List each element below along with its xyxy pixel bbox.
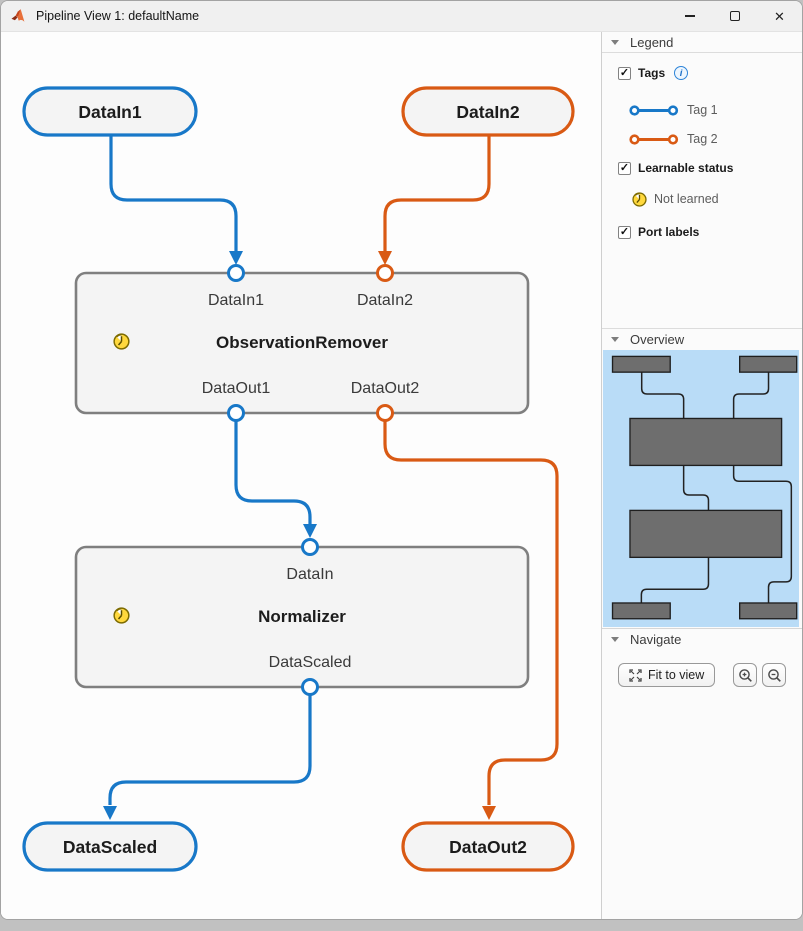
edge-dataout1-to-normalizer[interactable] xyxy=(234,421,312,525)
arrowhead-icon xyxy=(378,251,392,265)
not-learned-clock-icon xyxy=(113,607,130,624)
tags-label: Tags xyxy=(638,66,666,80)
port-dataout1-out[interactable] xyxy=(227,404,245,422)
node-label: DataIn1 xyxy=(78,102,141,122)
fit-to-view-icon xyxy=(629,668,642,682)
tags-checkbox[interactable]: ✓ xyxy=(618,66,631,80)
navigate-header[interactable]: Navigate xyxy=(602,628,802,649)
sidebar: Legend ✓ Tags i Tag 1 xyxy=(601,32,802,919)
block-normalizer[interactable]: DataIn Normalizer DataScaled xyxy=(74,538,530,696)
close-icon: ✕ xyxy=(774,8,785,24)
overview-minimap[interactable] xyxy=(603,350,799,627)
edge-datain1-to-observationremover[interactable] xyxy=(109,135,238,254)
port-dataout2-out[interactable] xyxy=(376,404,394,422)
edge-datain2-to-observationremover[interactable] xyxy=(383,135,491,254)
arrowhead-icon xyxy=(229,251,243,265)
learnable-status-checkbox[interactable]: ✓ xyxy=(618,161,631,175)
not-learned-label: Not learned xyxy=(654,192,719,206)
tag1-label: Tag 1 xyxy=(687,103,718,117)
tag2-row: Tag 2 xyxy=(629,131,802,147)
window-controls: ✕ xyxy=(667,1,802,31)
titlebar[interactable]: Pipeline View 1: defaultName ✕ xyxy=(1,1,802,32)
info-icon[interactable]: i xyxy=(674,66,689,80)
node-label: DataScaled xyxy=(63,837,157,857)
port-label: DataIn xyxy=(286,566,333,583)
minimize-icon xyxy=(684,15,695,17)
port-label: DataIn1 xyxy=(208,292,264,309)
port-label: DataOut1 xyxy=(202,380,271,397)
collapse-triangle-icon[interactable] xyxy=(611,336,619,342)
fit-to-view-button[interactable]: Fit to view xyxy=(618,663,716,687)
minimize-button[interactable] xyxy=(667,1,712,31)
navigate-section: Navigate Fit to view xyxy=(602,627,802,687)
navigate-title: Navigate xyxy=(630,631,682,647)
port-labels-checkbox[interactable]: ✓ xyxy=(618,225,631,239)
zoom-in-button[interactable] xyxy=(733,663,757,687)
close-button[interactable]: ✕ xyxy=(757,1,802,31)
learnable-status-label: Learnable status xyxy=(638,161,734,175)
node-datascaled[interactable]: DataScaled xyxy=(22,821,198,872)
overview-section: Overview xyxy=(602,328,802,627)
collapse-triangle-icon[interactable] xyxy=(611,636,619,642)
node-datain2[interactable]: DataIn2 xyxy=(401,86,575,137)
collapse-triangle-icon[interactable] xyxy=(611,39,619,45)
tag2-label: Tag 2 xyxy=(687,132,718,146)
learnable-status-row: ✓ Learnable status xyxy=(618,160,802,176)
block-title: Normalizer xyxy=(258,607,346,626)
tag2-line-icon xyxy=(629,133,679,145)
arrowhead-icon xyxy=(103,806,117,820)
edge-datascaled-to-sink[interactable] xyxy=(108,695,312,805)
not-learned-clock-icon xyxy=(113,333,130,350)
legend-header[interactable]: Legend xyxy=(602,32,802,53)
port-datain2-in[interactable] xyxy=(376,264,394,282)
block-observationremover[interactable]: DataIn1 DataIn2 ObservationRemover DataO… xyxy=(74,264,530,422)
zoom-in-icon xyxy=(738,668,752,682)
tag1-row: Tag 1 xyxy=(629,102,802,118)
node-dataout2[interactable]: DataOut2 xyxy=(401,821,575,872)
node-datain1[interactable]: DataIn1 xyxy=(22,86,198,137)
pipeline-canvas[interactable]: DataIn1 DataIn2 DataIn1 DataIn2 Observat… xyxy=(1,32,601,919)
tags-row: ✓ Tags i xyxy=(618,65,802,81)
port-label: DataOut2 xyxy=(351,380,420,397)
legend-title: Legend xyxy=(630,34,674,50)
overview-header[interactable]: Overview xyxy=(602,328,802,349)
tag1-line-icon xyxy=(629,104,679,116)
node-label: DataIn2 xyxy=(456,102,519,122)
port-labels-row: ✓ Port labels xyxy=(618,224,802,240)
node-label: DataOut2 xyxy=(449,837,527,857)
port-datain-in[interactable] xyxy=(301,538,319,556)
port-label: DataIn2 xyxy=(357,292,413,309)
port-datascaled-out[interactable] xyxy=(301,678,319,696)
not-learned-row: Not learned xyxy=(632,191,802,207)
arrowhead-icon xyxy=(482,806,496,820)
port-datain1-in[interactable] xyxy=(227,264,245,282)
arrowhead-icon xyxy=(303,524,317,538)
maximize-icon xyxy=(729,11,740,21)
zoom-out-button[interactable] xyxy=(762,663,786,687)
maximize-button[interactable] xyxy=(712,1,757,31)
legend-section: Legend ✓ Tags i Tag 1 xyxy=(602,32,802,328)
minimap-node xyxy=(611,355,798,620)
edge-dataout2-to-sink[interactable] xyxy=(383,421,559,805)
port-label: DataScaled xyxy=(269,654,352,671)
window-title: Pipeline View 1: defaultName xyxy=(36,9,200,23)
zoom-out-icon xyxy=(767,668,781,682)
port-labels-label: Port labels xyxy=(638,225,700,239)
block-title: ObservationRemover xyxy=(216,333,388,352)
fit-to-view-label: Fit to view xyxy=(648,668,705,682)
matlab-logo-icon xyxy=(11,9,25,22)
not-learned-clock-icon xyxy=(632,191,647,207)
overview-title: Overview xyxy=(630,331,685,347)
